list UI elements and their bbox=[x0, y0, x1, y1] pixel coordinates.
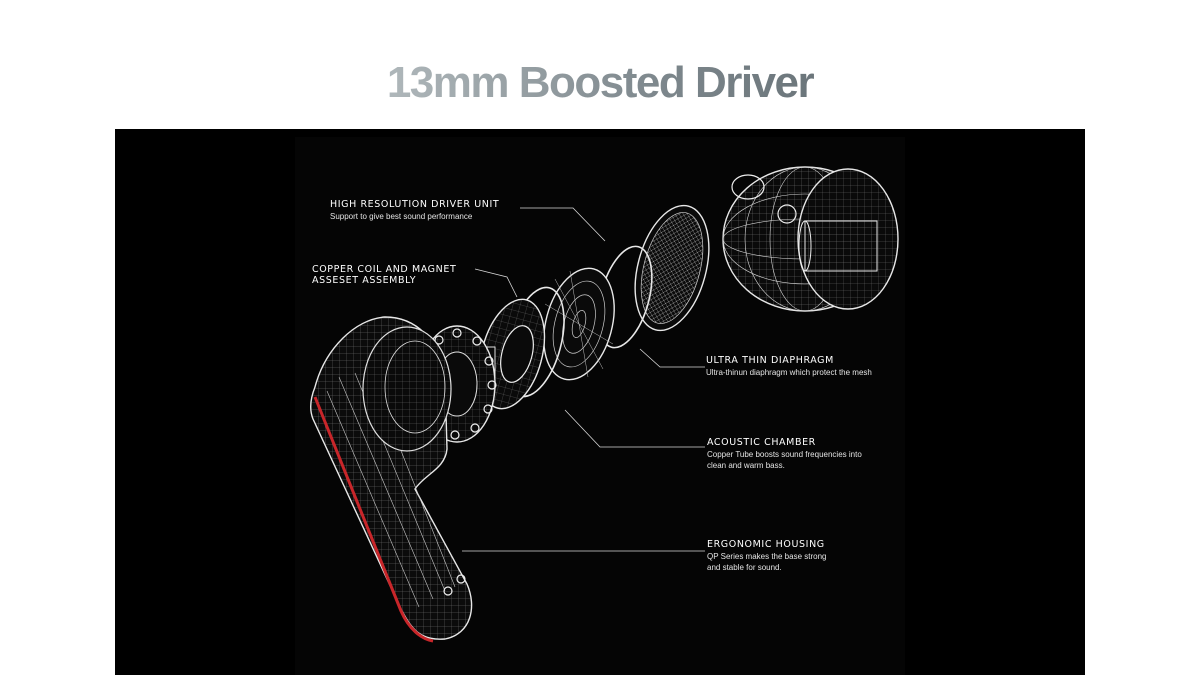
earbud-wireframe-illustration bbox=[295, 137, 905, 675]
exploded-view-panel: HIGH RESOLUTION DRIVER UNIT Support to g… bbox=[115, 129, 1085, 675]
label-acoustic-chamber: ACOUSTIC CHAMBER Copper Tube boosts soun… bbox=[707, 437, 862, 471]
label-diaphragm-description: Ultra-thinun diaphragm which protect the… bbox=[706, 368, 872, 377]
label-driver-unit-heading: HIGH RESOLUTION DRIVER UNIT bbox=[330, 199, 500, 210]
label-housing: ERGONOMIC HOUSING QP Series makes the ba… bbox=[707, 539, 826, 573]
label-acoustic-chamber-heading: ACOUSTIC CHAMBER bbox=[707, 437, 816, 448]
callout-lines bbox=[462, 207, 705, 552]
label-diaphragm: ULTRA THIN DIAPHRAGM Ultra-thinun diaphr… bbox=[706, 355, 872, 379]
label-acoustic-chamber-description: Copper Tube boosts sound frequencies int… bbox=[707, 450, 862, 470]
label-copper-coil-heading: COPPER COIL AND MAGNET ASSESET ASSEMBLY bbox=[312, 264, 457, 286]
housing-wireframe bbox=[310, 316, 473, 643]
label-diaphragm-heading: ULTRA THIN DIAPHRAGM bbox=[706, 355, 834, 366]
page-title: 13mm Boosted Driver bbox=[0, 55, 1200, 111]
ear-tip-wireframe bbox=[722, 166, 899, 312]
label-housing-heading: ERGONOMIC HOUSING bbox=[707, 539, 825, 550]
red-accent-edge bbox=[313, 396, 434, 643]
label-copper-coil: COPPER COIL AND MAGNET ASSESET ASSEMBLY bbox=[312, 264, 456, 286]
label-driver-unit-description: Support to give best sound performance bbox=[330, 212, 473, 221]
label-driver-unit: HIGH RESOLUTION DRIVER UNIT Support to g… bbox=[330, 199, 499, 223]
driver-unit-wireframe bbox=[464, 298, 546, 410]
mesh-disc-wireframe bbox=[634, 204, 710, 332]
label-housing-description: QP Series makes the base strong and stab… bbox=[707, 552, 827, 572]
